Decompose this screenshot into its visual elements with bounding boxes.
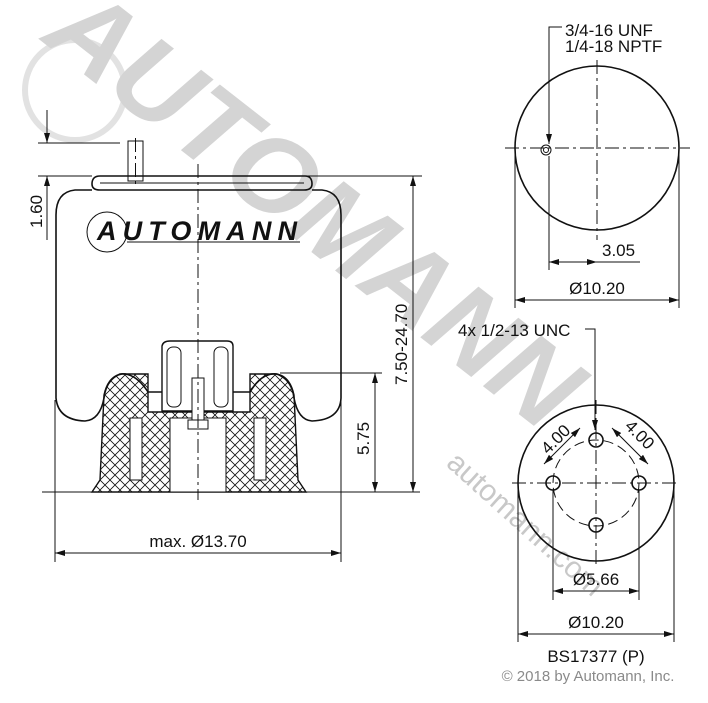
watermark: AUTOMANN automann.com <box>22 0 610 603</box>
dim-max-diameter: max. Ø13.70 <box>149 532 246 551</box>
thread-2: 1/4-18 NPTF <box>565 37 662 56</box>
dim-diameter-top: Ø10.20 <box>569 279 625 298</box>
logo-text: AUTOMANN <box>96 216 298 246</box>
dim-piston-height: 5.75 <box>354 422 373 455</box>
dim-height-range: 7.50-24.70 <box>392 304 411 385</box>
automann-logo: AUTOMANN <box>86 211 300 253</box>
thread-1: 3/4-16 UNF <box>565 21 653 40</box>
dim-bolt-circle: Ø5.66 <box>573 570 619 589</box>
dim-offset: 3.05 <box>602 241 635 260</box>
dim-diameter-bottom: Ø10.20 <box>568 613 624 632</box>
bolt-thread: 4x 1/2-13 UNC <box>458 321 570 340</box>
part-number: BS17377 (P) <box>547 647 644 666</box>
bottom-view: 4x 1/2-13 UNC 4.00 4.00 Ø5.66 Ø10.20 <box>458 321 680 642</box>
dim-spacing-right: 4.00 <box>621 416 658 453</box>
dim-stud-height: 1.60 <box>27 195 46 228</box>
copyright: © 2018 by Automann, Inc. <box>502 668 675 685</box>
top-view: 3/4-16 UNF 1/4-18 NPTF 3.05 Ø10.20 <box>505 21 690 308</box>
side-view: AUTOMANN 1.60 7.50-24.70 5.75 max. Ø13.7… <box>27 110 422 562</box>
